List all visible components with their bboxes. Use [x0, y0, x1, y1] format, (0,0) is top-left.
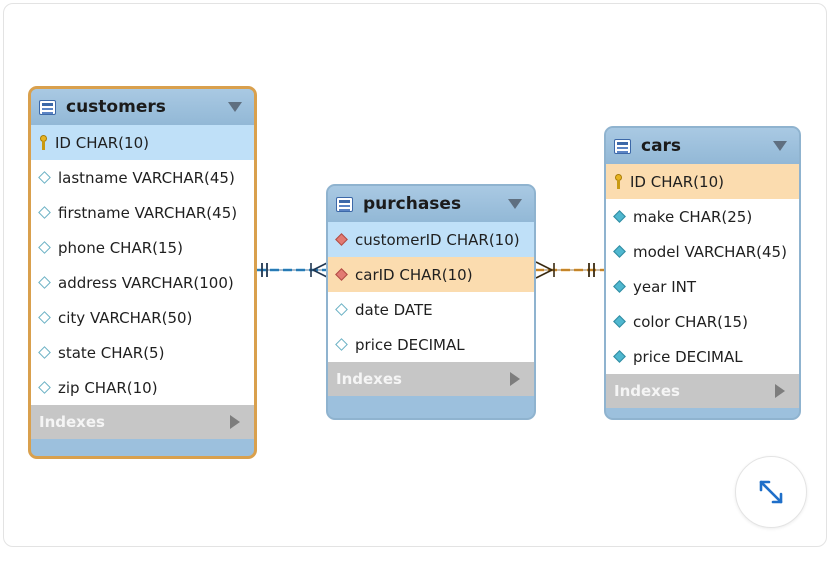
- expand-right-arrow-icon[interactable]: [775, 384, 785, 398]
- column-row[interactable]: model VARCHAR(45): [606, 234, 799, 269]
- nullable-column-icon: [38, 171, 51, 184]
- nullable-column-icon: [38, 241, 51, 254]
- column-row[interactable]: make CHAR(25): [606, 199, 799, 234]
- column-label: date DATE: [355, 300, 433, 319]
- column-row[interactable]: carID CHAR(10): [328, 257, 534, 292]
- nullable-column-icon: [38, 311, 51, 324]
- column-row[interactable]: date DATE: [328, 292, 534, 327]
- not-null-column-icon: [613, 315, 626, 328]
- not-null-column-icon: [613, 350, 626, 363]
- nullable-column-icon: [38, 276, 51, 289]
- column-label: ID CHAR(10): [630, 172, 724, 191]
- column-row[interactable]: color CHAR(15): [606, 304, 799, 339]
- dropdown-arrow-icon[interactable]: [773, 141, 787, 151]
- column-row[interactable]: firstname VARCHAR(45): [31, 195, 254, 230]
- column-label: address VARCHAR(100): [58, 273, 234, 292]
- column-label: state CHAR(5): [58, 343, 165, 362]
- table-icon: [336, 196, 353, 212]
- expand-right-arrow-icon[interactable]: [230, 415, 240, 429]
- not-null-column-icon: [613, 210, 626, 223]
- column-label: phone CHAR(15): [58, 238, 183, 257]
- table-name: purchases: [363, 194, 462, 214]
- column-row[interactable]: price DECIMAL: [606, 339, 799, 374]
- table-header[interactable]: cars: [606, 128, 799, 164]
- column-label: city VARCHAR(50): [58, 308, 193, 327]
- nullable-column-icon: [38, 381, 51, 394]
- column-label: color CHAR(15): [633, 312, 748, 331]
- primary-key-icon: [614, 173, 622, 190]
- column-row[interactable]: state CHAR(5): [31, 335, 254, 370]
- column-label: make CHAR(25): [633, 207, 753, 226]
- column-label: customerID CHAR(10): [355, 230, 520, 249]
- foreign-key-icon: [335, 268, 348, 281]
- column-label: firstname VARCHAR(45): [58, 203, 238, 222]
- dropdown-arrow-icon[interactable]: [228, 102, 242, 112]
- column-row[interactable]: zip CHAR(10): [31, 370, 254, 405]
- expand-button[interactable]: [735, 456, 807, 528]
- expand-arrows-icon: [759, 480, 783, 504]
- column-label: carID CHAR(10): [355, 265, 473, 284]
- not-null-column-icon: [613, 280, 626, 293]
- nullable-column-icon: [335, 303, 348, 316]
- indexes-section[interactable]: Indexes: [328, 362, 534, 396]
- indexes-section[interactable]: Indexes: [606, 374, 799, 408]
- column-row[interactable]: phone CHAR(15): [31, 230, 254, 265]
- indexes-label: Indexes: [39, 413, 105, 431]
- nullable-column-icon: [335, 338, 348, 351]
- nullable-column-icon: [38, 206, 51, 219]
- column-row[interactable]: lastname VARCHAR(45): [31, 160, 254, 195]
- table-header[interactable]: customers: [31, 89, 254, 125]
- table-name: customers: [66, 97, 166, 117]
- column-label: zip CHAR(10): [58, 378, 158, 397]
- indexes-label: Indexes: [614, 382, 680, 400]
- table-purchases[interactable]: purchases customerID CHAR(10) carID CHAR…: [326, 184, 536, 420]
- column-list: ID CHAR(10) lastname VARCHAR(45) firstna…: [31, 125, 254, 405]
- dropdown-arrow-icon[interactable]: [508, 199, 522, 209]
- column-row[interactable]: year INT: [606, 269, 799, 304]
- column-label: ID CHAR(10): [55, 133, 149, 152]
- column-row[interactable]: ID CHAR(10): [606, 164, 799, 199]
- table-icon: [39, 99, 56, 115]
- nullable-column-icon: [38, 346, 51, 359]
- not-null-column-icon: [613, 245, 626, 258]
- table-icon: [614, 138, 631, 154]
- foreign-key-icon: [335, 233, 348, 246]
- table-cars[interactable]: cars ID CHAR(10) make CHAR(25) model VAR…: [604, 126, 801, 420]
- primary-key-icon: [39, 134, 47, 151]
- column-row[interactable]: price DECIMAL: [328, 327, 534, 362]
- table-name: cars: [641, 136, 682, 156]
- column-row[interactable]: city VARCHAR(50): [31, 300, 254, 335]
- column-label: price DECIMAL: [633, 347, 743, 366]
- table-customers[interactable]: customers ID CHAR(10) lastname VARCHAR(4…: [28, 86, 257, 459]
- column-row[interactable]: ID CHAR(10): [31, 125, 254, 160]
- column-row[interactable]: address VARCHAR(100): [31, 265, 254, 300]
- column-label: year INT: [633, 277, 697, 296]
- column-label: model VARCHAR(45): [633, 242, 787, 261]
- indexes-section[interactable]: Indexes: [31, 405, 254, 439]
- table-header[interactable]: purchases: [328, 186, 534, 222]
- column-row[interactable]: customerID CHAR(10): [328, 222, 534, 257]
- column-list: customerID CHAR(10) carID CHAR(10) date …: [328, 222, 534, 362]
- indexes-label: Indexes: [336, 370, 402, 388]
- column-label: lastname VARCHAR(45): [58, 168, 235, 187]
- expand-right-arrow-icon[interactable]: [510, 372, 520, 386]
- column-label: price DECIMAL: [355, 335, 465, 354]
- column-list: ID CHAR(10) make CHAR(25) model VARCHAR(…: [606, 164, 799, 374]
